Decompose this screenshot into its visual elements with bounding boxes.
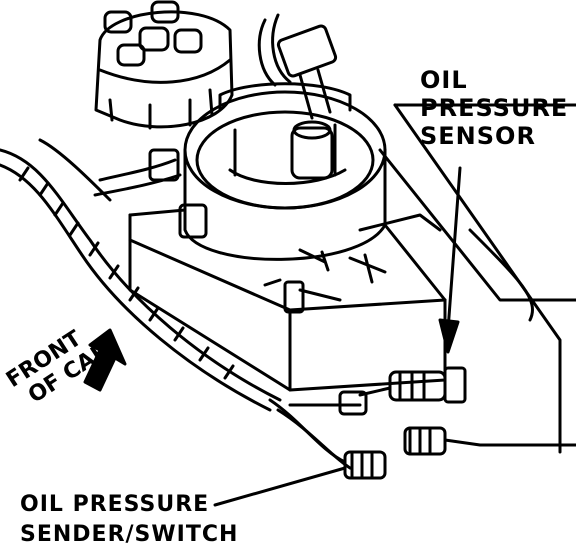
sensor-label-line3: SENSOR: [420, 122, 536, 150]
valve-cover: [378, 103, 576, 454]
oil-pressure-sender-part: [338, 390, 576, 480]
oil-pressure-sender-label: OIL PRESSURE SENDER/SWITCH: [20, 494, 238, 546]
distributor-cap: [94, 0, 234, 130]
oil-pressure-sensor-label: OIL PRESSURE SENSOR: [420, 68, 568, 148]
sensor-label-line2: PRESSURE: [420, 94, 569, 122]
sender-label-line2: SENDER/SWITCH: [20, 522, 239, 547]
front-of-car-arrow: [83, 328, 127, 392]
sensor-label-line1: OIL: [420, 66, 468, 94]
engine-block: [128, 208, 447, 392]
wiring-harness: [0, 138, 282, 412]
oil-pressure-sensor-part: [358, 366, 467, 404]
fittings: [263, 248, 387, 314]
sensor-leader-arrow: [438, 166, 462, 354]
sender-leader-line: [213, 466, 347, 507]
sender-label-line1: OIL PRESSURE: [20, 492, 210, 517]
top-connector: [257, 13, 338, 120]
throttle-body: [183, 82, 387, 261]
